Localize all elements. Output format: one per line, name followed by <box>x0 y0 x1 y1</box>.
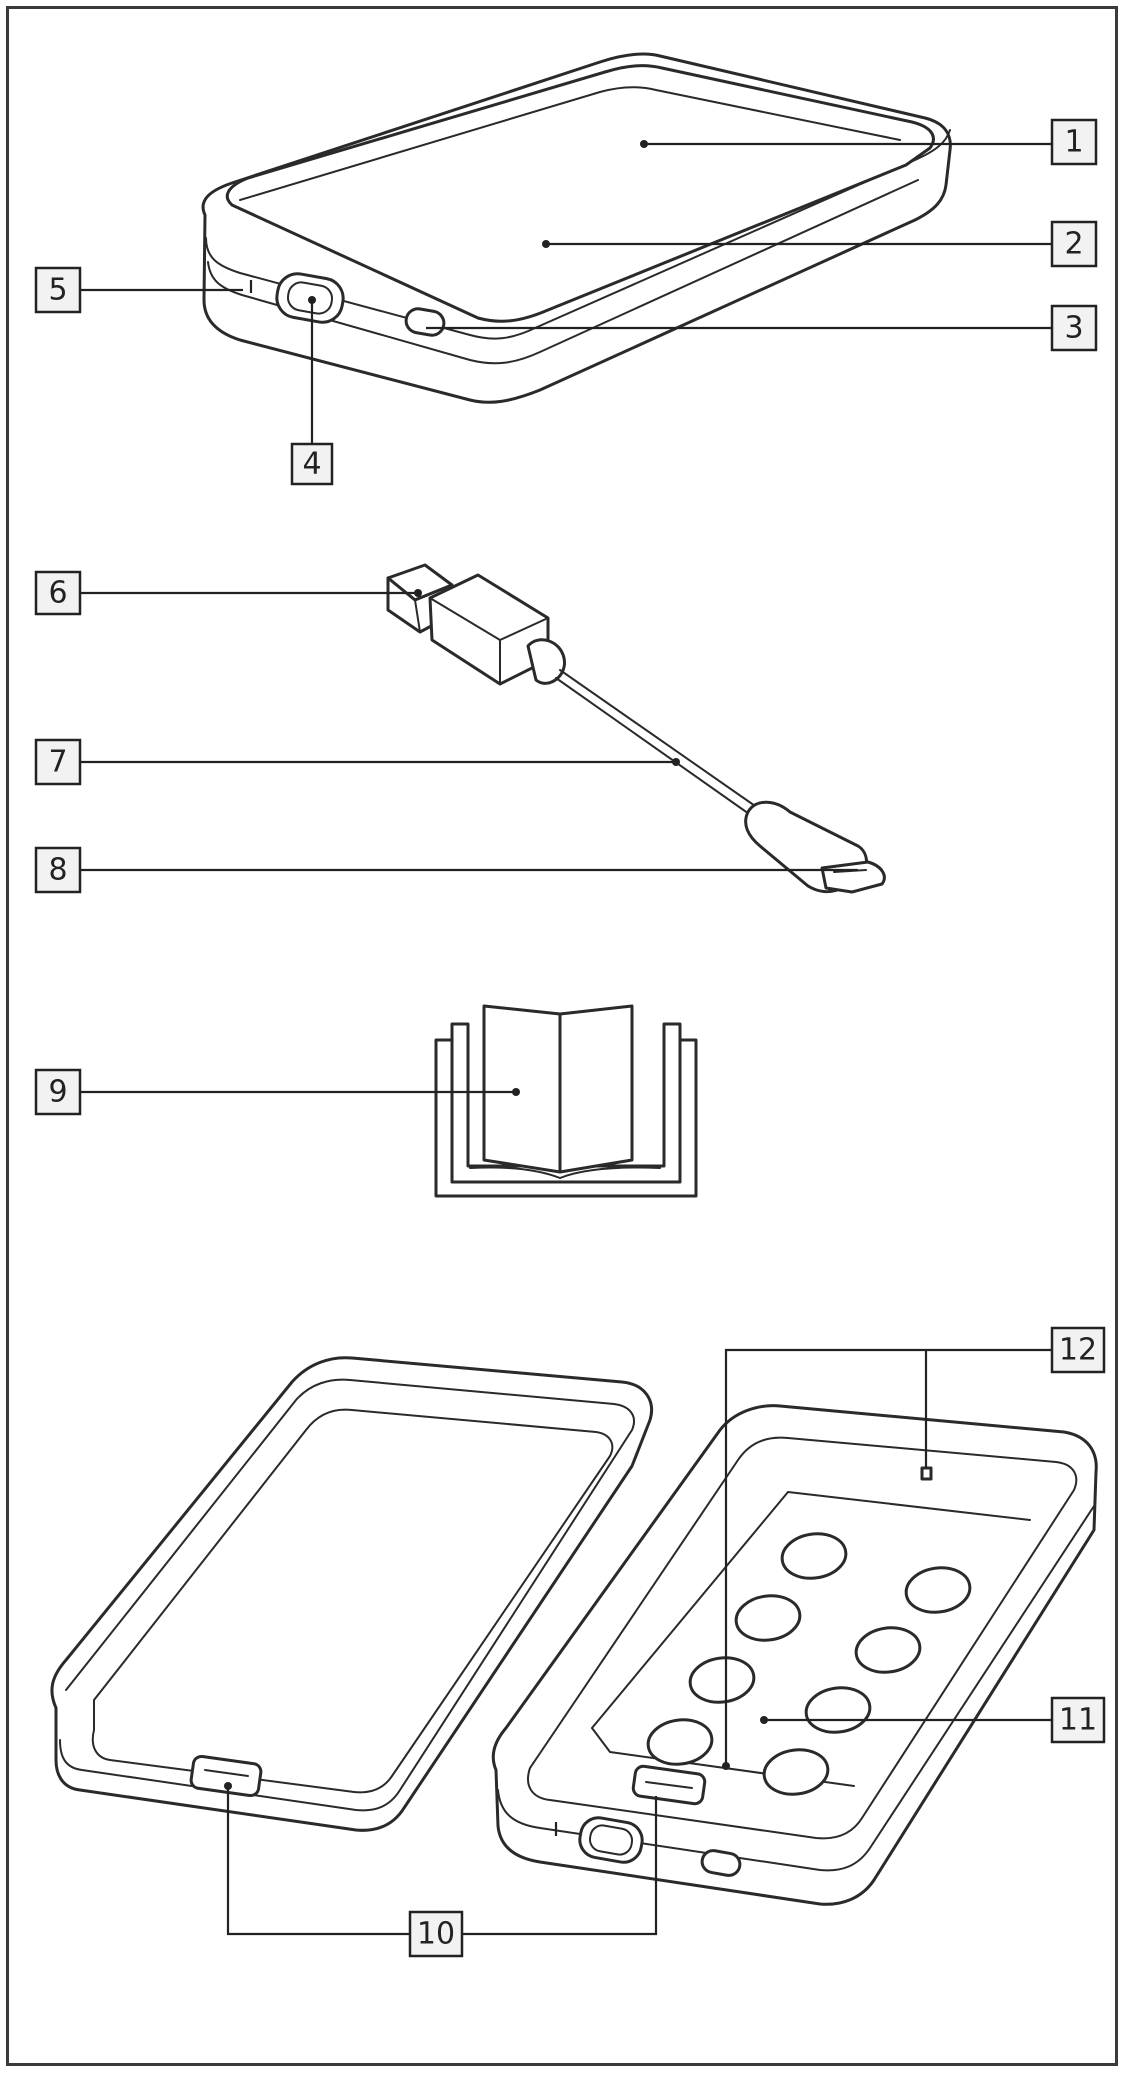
svg-text:1: 1 <box>1064 125 1083 160</box>
callout-4: 4 <box>290 442 334 486</box>
leader-lines <box>80 140 1058 1936</box>
callout-3: 3 <box>1050 304 1098 352</box>
svg-text:8: 8 <box>48 853 67 888</box>
callout-1: 1 <box>1050 118 1098 166</box>
user-manual-illustration <box>434 1004 698 1198</box>
svg-text:11: 11 <box>1059 1703 1097 1738</box>
callout-12: 12 <box>1050 1326 1106 1374</box>
callout-5: 5 <box>34 266 82 314</box>
callout-6: 6 <box>34 570 82 616</box>
callout-2: 2 <box>1050 220 1098 268</box>
callout-8: 8 <box>34 846 82 894</box>
case-base-illustration <box>491 1404 1098 1906</box>
case-lid-illustration <box>50 1356 653 1832</box>
usb-cable-illustration <box>386 563 886 894</box>
svg-text:9: 9 <box>48 1075 67 1110</box>
callout-11: 11 <box>1050 1696 1106 1744</box>
svg-text:3: 3 <box>1064 311 1083 346</box>
svg-text:10: 10 <box>417 1917 455 1952</box>
power-bank-illustration <box>201 52 952 404</box>
callout-10: 10 <box>408 1910 464 1958</box>
svg-text:7: 7 <box>48 745 67 780</box>
svg-text:6: 6 <box>48 576 67 611</box>
callout-7: 7 <box>34 738 82 786</box>
svg-text:4: 4 <box>302 447 321 482</box>
svg-text:5: 5 <box>48 273 67 308</box>
callout-9: 9 <box>34 1068 82 1116</box>
svg-text:2: 2 <box>1064 227 1083 262</box>
svg-text:12: 12 <box>1059 1333 1097 1368</box>
rubber-feet <box>646 1532 972 1796</box>
